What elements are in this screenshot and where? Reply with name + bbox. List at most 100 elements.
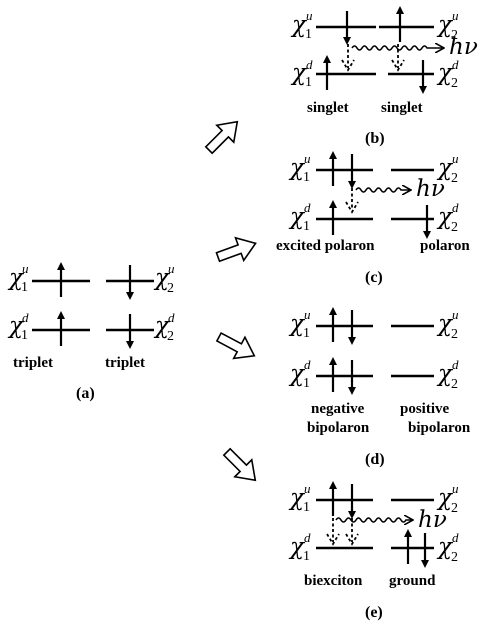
chi2-up-label: χ u 2 xyxy=(436,481,459,516)
svg-text:d: d xyxy=(304,200,311,215)
svg-text:1: 1 xyxy=(303,170,310,185)
svg-text:2: 2 xyxy=(451,550,458,565)
transition-arrow-to-e xyxy=(222,447,257,482)
svg-text:u: u xyxy=(306,8,313,23)
svg-text:1: 1 xyxy=(303,326,310,341)
photon-emission-wave xyxy=(335,518,412,522)
svg-text:u: u xyxy=(452,307,459,322)
panel-a: χ u 1 χ u 2 χ d 1 χ d 2 triplet xyxy=(7,261,175,402)
svg-text:χ: χ xyxy=(436,361,454,387)
svg-text:u: u xyxy=(304,481,311,496)
chi1-down-label: χ d 1 xyxy=(288,357,311,391)
svg-text:χ: χ xyxy=(436,534,454,560)
svg-text:χ: χ xyxy=(436,12,454,38)
chi1-down-label: χ d 1 xyxy=(288,530,311,564)
svg-text:u: u xyxy=(452,8,459,23)
label-positive: positive xyxy=(400,401,450,417)
label-negative: negative xyxy=(311,401,365,417)
svg-text:2: 2 xyxy=(451,501,458,516)
svg-text:2: 2 xyxy=(451,76,458,91)
svg-text:χ: χ xyxy=(290,60,308,86)
svg-text:2: 2 xyxy=(451,171,458,186)
svg-text:χ: χ xyxy=(288,311,306,337)
photon-h-nu-label: hν xyxy=(418,507,447,533)
svg-text:2: 2 xyxy=(167,281,174,296)
svg-text:2: 2 xyxy=(167,329,174,344)
label-bipolaron-right: bipolaron xyxy=(408,420,471,436)
label-singlet-left: singlet xyxy=(307,100,349,116)
label-polaron: polaron xyxy=(420,238,470,254)
svg-text:χ: χ xyxy=(436,311,454,337)
svg-text:u: u xyxy=(168,261,175,276)
label-bipolaron-left: bipolaron xyxy=(307,420,370,436)
transition-arrow-to-d xyxy=(215,331,256,360)
dashed-transition xyxy=(326,533,340,546)
svg-text:χ: χ xyxy=(436,204,454,230)
transition-arrow-to-c xyxy=(215,236,257,263)
svg-text:2: 2 xyxy=(451,220,458,235)
chi2-down-label: χ d 2 xyxy=(436,57,459,91)
svg-text:d: d xyxy=(22,310,29,325)
chi2-up-label: χ u 2 xyxy=(436,151,459,186)
chi2-up-label: χ u 2 xyxy=(153,261,175,296)
chi1-up-label: χ u 1 xyxy=(7,261,29,295)
panel-d: χ u 1 χ u 2 χ d 1 χ d 2 negative bipolar… xyxy=(288,307,471,468)
svg-text:χ: χ xyxy=(153,313,171,339)
chi2-down-label: χ d 2 xyxy=(436,357,459,392)
svg-text:χ: χ xyxy=(436,60,454,86)
dashed-transition xyxy=(345,533,359,546)
svg-text:d: d xyxy=(452,200,459,215)
svg-text:u: u xyxy=(304,307,311,322)
svg-text:1: 1 xyxy=(305,27,312,42)
caption-c: (c) xyxy=(365,269,383,286)
chi1-up-label: χ u 1 xyxy=(288,151,311,185)
svg-text:χ: χ xyxy=(153,265,171,291)
label-excited-polaron: excited polaron xyxy=(276,238,375,254)
svg-text:d: d xyxy=(304,530,311,545)
svg-text:χ: χ xyxy=(290,12,308,38)
photon-emission-wave xyxy=(351,46,443,50)
chi2-down-label: χ d 2 xyxy=(153,310,175,344)
dashed-transition xyxy=(391,59,405,72)
chi2-up-label: χ u 2 xyxy=(436,307,459,342)
svg-text:χ: χ xyxy=(288,485,306,511)
panel-e: χ u 1 χ u 2 hν χ d 1 χ d 2 xyxy=(288,481,459,621)
chi1-down-label: χ d 1 xyxy=(7,310,29,343)
svg-text:d: d xyxy=(306,57,313,72)
svg-text:1: 1 xyxy=(303,376,310,391)
svg-text:χ: χ xyxy=(288,534,306,560)
svg-text:1: 1 xyxy=(303,549,310,564)
transition-arrow-to-b xyxy=(204,120,239,155)
svg-text:χ: χ xyxy=(7,313,25,339)
svg-text:d: d xyxy=(452,57,459,72)
label-triplet-right: triplet xyxy=(105,355,145,371)
svg-text:d: d xyxy=(304,357,311,372)
caption-d: (d) xyxy=(365,451,385,468)
svg-text:χ: χ xyxy=(288,361,306,387)
dashed-transition xyxy=(345,201,359,214)
svg-text:2: 2 xyxy=(451,28,458,43)
svg-text:χ: χ xyxy=(7,265,25,291)
panel-c: χ u 1 χ u 2 hν χ d 1 χ d 2 exc xyxy=(276,151,470,286)
photon-emission-wave xyxy=(355,188,410,192)
svg-text:1: 1 xyxy=(303,219,310,234)
label-ground: ground xyxy=(389,573,436,589)
svg-text:1: 1 xyxy=(303,500,310,515)
panel-b: χ u 1 χ u 2 hν χ d 1 χ d xyxy=(290,6,478,147)
svg-text:χ: χ xyxy=(288,155,306,181)
svg-text:d: d xyxy=(452,530,459,545)
svg-text:χ: χ xyxy=(288,204,306,230)
chi1-up-label: χ u 1 xyxy=(288,481,311,515)
svg-text:2: 2 xyxy=(451,377,458,392)
label-biexciton: biexciton xyxy=(304,573,363,589)
label-singlet-right: singlet xyxy=(381,100,423,116)
svg-text:d: d xyxy=(168,310,175,325)
caption-a: (a) xyxy=(76,385,95,402)
svg-text:2: 2 xyxy=(451,327,458,342)
svg-text:χ: χ xyxy=(436,155,454,181)
svg-text:d: d xyxy=(452,357,459,372)
chi1-up-label: χ u 1 xyxy=(288,307,311,341)
chi2-up-label: χ u 2 xyxy=(436,8,459,43)
svg-text:χ: χ xyxy=(436,485,454,511)
